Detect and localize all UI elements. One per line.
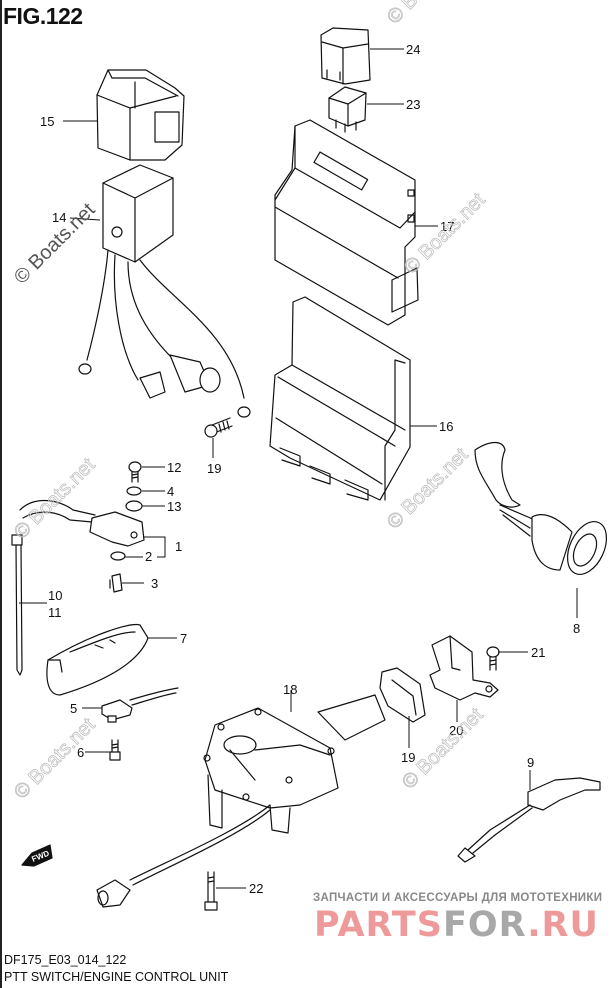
- part-18-ptt-motor[interactable]: [129, 694, 386, 886]
- page-border: [0, 0, 2, 988]
- callout-8[interactable]: 8: [573, 621, 580, 636]
- callout-10[interactable]: 10: [48, 588, 62, 603]
- callout-6[interactable]: 6: [77, 745, 84, 760]
- part-12-screw[interactable]: [128, 461, 142, 483]
- part-23-relay[interactable]: [328, 86, 367, 133]
- part-19-cushion[interactable]: [379, 667, 426, 723]
- part-17-ecu-bracket[interactable]: [274, 119, 419, 326]
- callout-7[interactable]: 7: [180, 631, 187, 646]
- part-14-module-harness[interactable]: [78, 164, 251, 418]
- callout-14[interactable]: 14: [52, 210, 66, 225]
- figure-title: FIG.122: [3, 3, 83, 29]
- watermark: © Boats.net: [10, 714, 100, 804]
- callout-5[interactable]: 5: [70, 701, 77, 716]
- callout-3[interactable]: 3: [151, 576, 158, 591]
- callout-23[interactable]: 23: [406, 97, 420, 112]
- leader-lines: [19, 48, 578, 889]
- part-8-ptt-switch[interactable]: [474, 441, 611, 581]
- brand-logo-for: FOR: [443, 905, 528, 945]
- callout-12[interactable]: 12: [167, 460, 181, 475]
- part-24-relay-cover[interactable]: [320, 27, 371, 85]
- part-15-module-cover[interactable]: [96, 69, 185, 161]
- part-10-11-wire-tie[interactable]: [11, 534, 23, 676]
- figure-name: PTT SWITCH/ENGINE CONTROL UNIT: [4, 970, 229, 984]
- callout-20[interactable]: 20: [449, 723, 463, 738]
- callout-13[interactable]: 13: [167, 499, 181, 514]
- brand-tagline: ЗАПЧАСТИ И АКСЕССУАРЫ ДЛЯ МОТОТЕХНИКИ: [313, 892, 603, 904]
- callout-24[interactable]: 24: [406, 42, 420, 57]
- fwd-arrow-icon: [21, 844, 53, 867]
- callout-21[interactable]: 21: [531, 645, 545, 660]
- figure-code: DF175_E03_014_122: [4, 953, 127, 967]
- part-21-bolt[interactable]: [486, 646, 500, 671]
- watermark: © Boats.net: [10, 454, 100, 544]
- part-7-switch-cover[interactable]: [46, 623, 149, 696]
- part-19-bolt[interactable]: [204, 417, 233, 438]
- callout-15[interactable]: 15: [40, 114, 54, 129]
- part-16-engine-control-unit[interactable]: [269, 296, 411, 501]
- part-1-switch-assembly[interactable]: [19, 500, 145, 547]
- callout-4[interactable]: 4: [167, 484, 174, 499]
- callout-labels: 15 14 24 23 17 16 19 12 4 13 1 2 3 10 11…: [40, 42, 580, 896]
- callout-11[interactable]: 11: [48, 605, 62, 620]
- brand-logo[interactable]: PARTSFOR.RU: [314, 905, 599, 945]
- callout-16[interactable]: 16: [439, 419, 453, 434]
- callout-18[interactable]: 18: [283, 682, 297, 697]
- part-5-sender-switch[interactable]: [101, 687, 179, 723]
- callout-1[interactable]: 1: [175, 539, 182, 554]
- brand-logo-parts: PARTS: [314, 905, 443, 945]
- part-3-clip[interactable]: [109, 573, 123, 593]
- part-20-bracket[interactable]: [429, 635, 499, 701]
- watermark: © Boats.net: [383, 0, 473, 29]
- part-4-washer[interactable]: [126, 486, 142, 496]
- part-2-washer[interactable]: [110, 551, 126, 561]
- brand-logo-ru: .RU: [527, 905, 599, 945]
- part-9-harness-switch[interactable]: [457, 777, 601, 863]
- callout-19-upper[interactable]: 19: [207, 461, 221, 476]
- callout-2[interactable]: 2: [145, 549, 152, 564]
- callout-9[interactable]: 9: [527, 755, 534, 770]
- part-13-washer[interactable]: [125, 500, 143, 512]
- part-18-connector[interactable]: [96, 879, 131, 908]
- callout-22[interactable]: 22: [249, 881, 263, 896]
- part-22-bolt[interactable]: [204, 871, 218, 911]
- callout-19-lower[interactable]: 19: [401, 750, 415, 765]
- part-6-bolt[interactable]: [109, 739, 121, 761]
- callout-17[interactable]: 17: [440, 219, 454, 234]
